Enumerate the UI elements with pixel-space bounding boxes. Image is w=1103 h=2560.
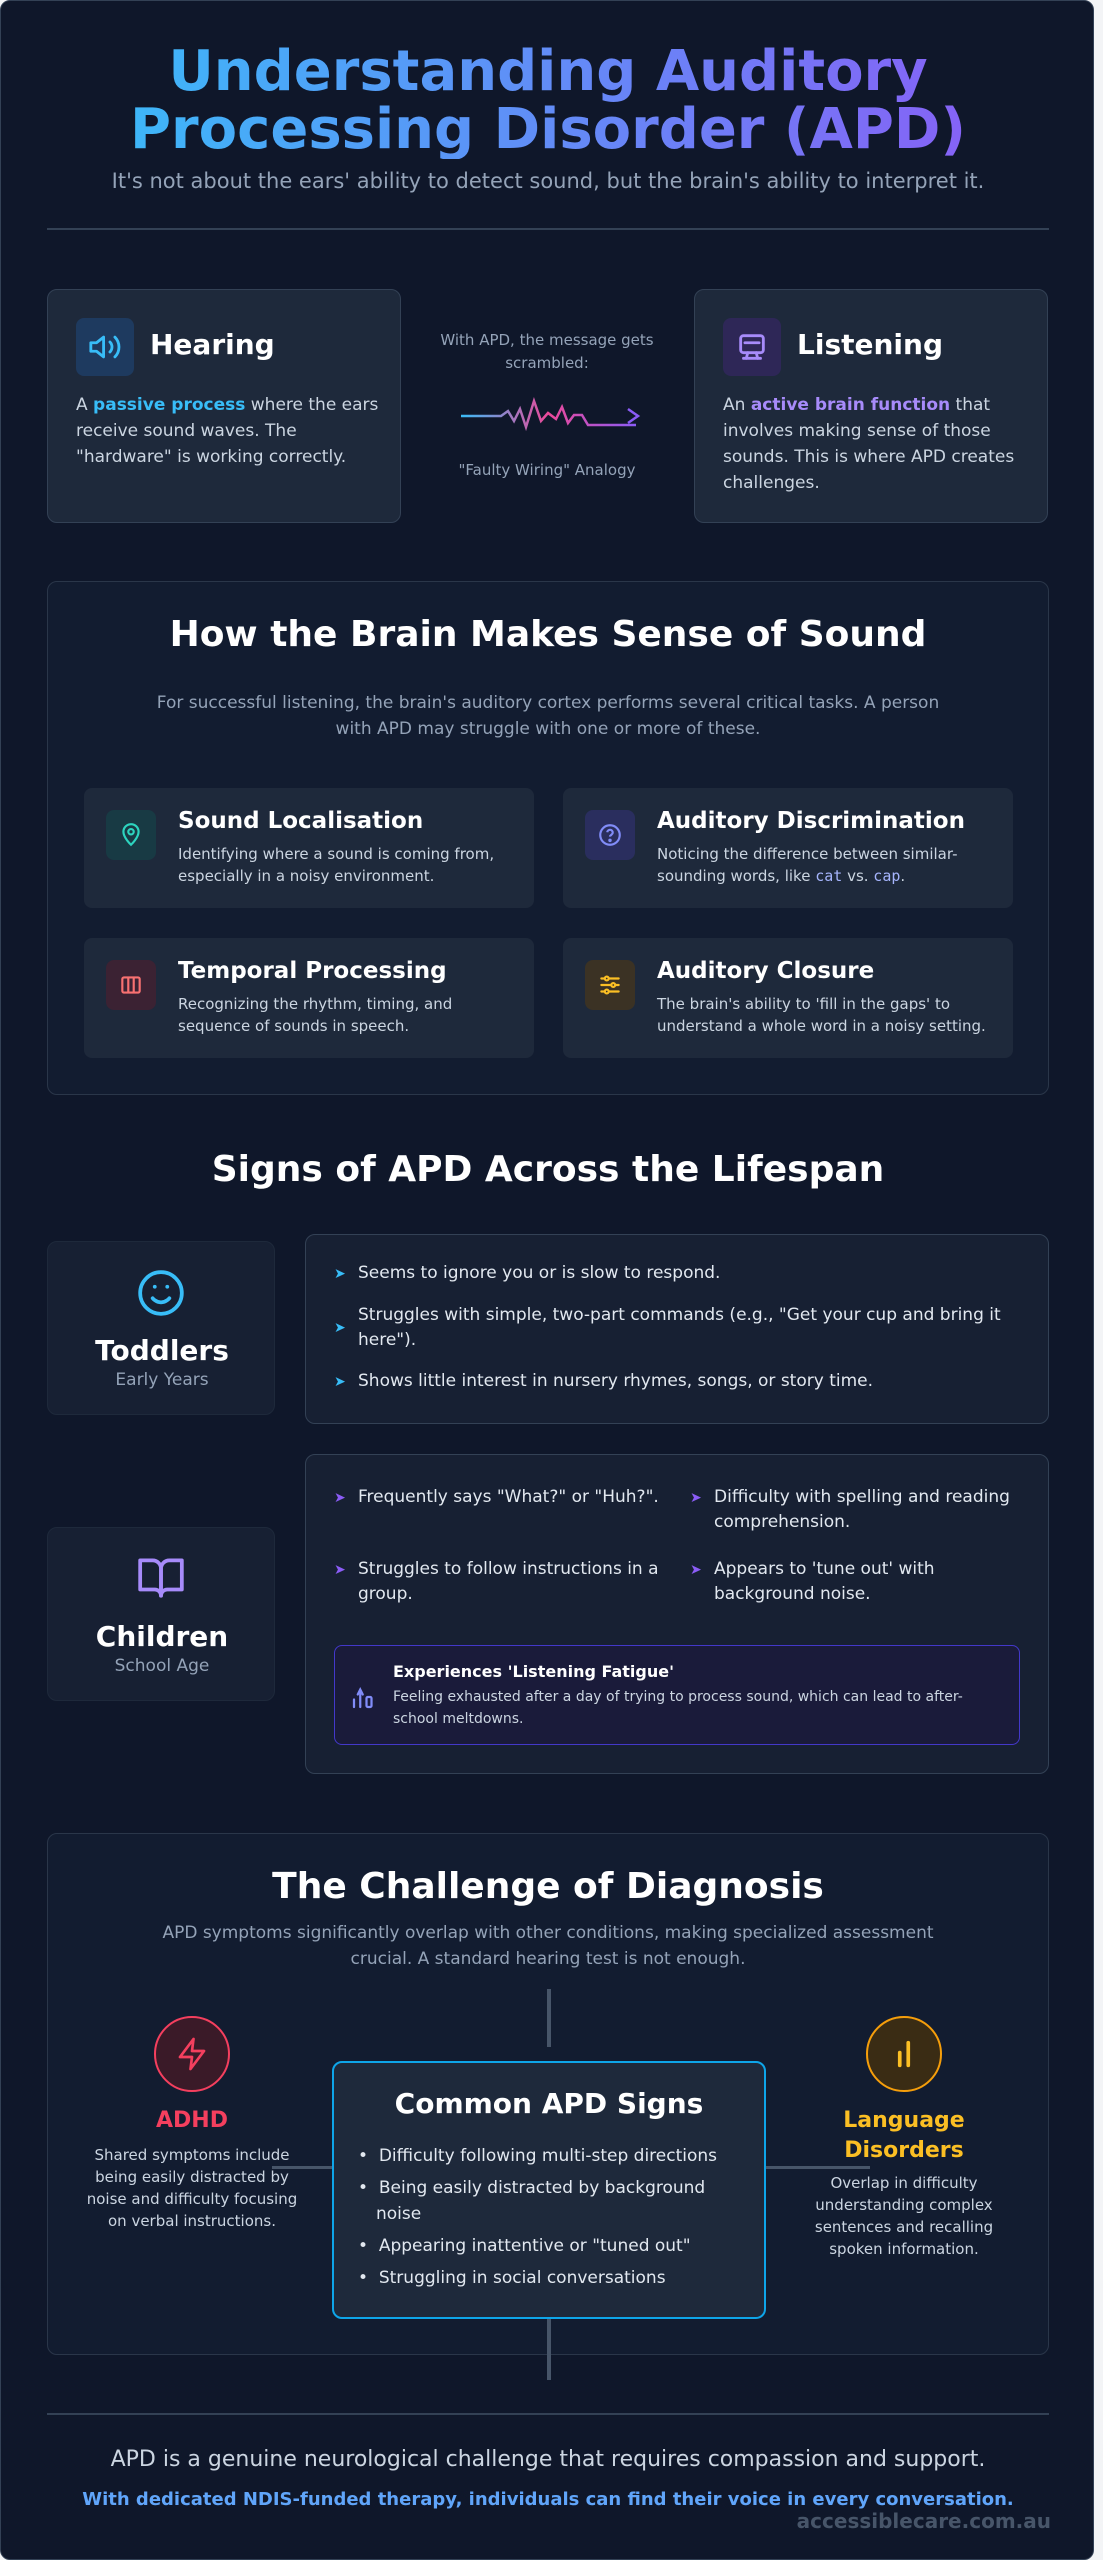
diagnosis-title: The Challenge of Diagnosis [272,1866,824,1907]
header-divider [47,228,1049,230]
scrambled-signal-graphic [461,396,641,432]
list-item: ➤Frequently says "What?" or "Huh?". [334,1487,659,1507]
analogy-caption-bottom: "Faulty Wiring" Analogy [458,461,636,479]
list-item: • Difficulty following multi-step direct… [358,2146,718,2166]
task-title: Auditory Closure [657,958,875,984]
listening-highlight: active brain function [750,395,951,415]
columns-icon [106,960,156,1010]
speaker-icon [76,318,134,376]
list-item: ➤Appears to 'tune out' with background n… [690,1559,935,1604]
children-signs-panel: ➤Frequently says "What?" or "Huh?". ➤Dif… [305,1454,1049,1774]
brain-section: How the Brain Makes Sense of Sound For s… [47,581,1049,1095]
language-label: Language Disorders [843,2108,965,2163]
task-description: The brain's ability to 'fill in the gaps… [657,995,986,1035]
sliders-icon [585,960,635,1010]
toddlers-signs-panel: ➤Seems to ignore you or is slow to respo… [305,1234,1049,1424]
signs-section-title: Signs of APD Across the Lifespan [211,1149,885,1190]
location-pin-icon [106,810,156,860]
footer-line-2: With dedicated NDIS-funded therapy, indi… [82,2489,1014,2510]
children-sublabel: School Age [114,1656,210,1676]
page-title: Understanding Auditory Processing Disord… [61,43,1035,159]
title-line-1: Understanding Auditory [168,39,928,104]
task-description: Noticing the difference between similar-… [657,845,958,885]
adhd-description: Shared symptoms include being easily dis… [86,2146,298,2230]
hearing-card: Hearing A passive process where the ears… [47,289,401,523]
list-item: • Being easily distracted by background … [358,2178,706,2224]
task-title: Sound Localisation [178,808,424,834]
task-card-closure: Auditory Closure The brain's ability to … [563,938,1013,1058]
watermark: accessiblecare.com.au [796,2509,1051,2533]
page-subtitle: It's not about the ears' ability to dete… [111,169,985,193]
list-item: • Appearing inattentive or "tuned out" [358,2236,691,2256]
fatigue-icon [349,1682,379,1716]
connector-right [766,2166,870,2169]
toddlers-label: Toddlers [95,1334,229,1367]
connector-bottom [547,2318,551,2380]
adhd-label: ADHD [156,2108,228,2133]
task-description: Identifying where a sound is coming from… [178,845,495,885]
task-card-temporal: Temporal Processing Recognizing the rhyt… [84,938,534,1058]
question-circle-icon [585,810,635,860]
hearing-description: A passive process where the ears receive… [76,395,379,467]
list-item: ➤Struggles with simple, two-part command… [334,1305,1001,1350]
bar-chart-icon [866,2016,942,2092]
children-label: Children [95,1620,229,1653]
listening-description: An active brain function that involves m… [723,395,1015,493]
task-card-discrimination: Auditory Discrimination Noticing the dif… [563,788,1013,908]
list-item: ➤Struggles to follow instructions in a g… [334,1559,659,1604]
connector-top [547,1989,551,2047]
listening-title: Listening [797,328,943,361]
list-item: • Struggling in social conversations [358,2268,666,2288]
common-signs-list: • Difficulty following multi-step direct… [346,2143,746,2291]
smiley-face-icon [136,1268,186,1322]
monitor-icon [723,318,781,376]
list-item: ➤Shows little interest in nursery rhymes… [334,1371,874,1391]
common-signs-box: Common APD Signs • Difficulty following … [332,2061,766,2319]
diagnosis-section: The Challenge of Diagnosis APD symptoms … [47,1833,1049,2380]
brain-section-title: How the Brain Makes Sense of Sound [169,614,927,655]
task-title: Auditory Discrimination [657,808,965,834]
children-card: Children School Age [47,1527,275,1701]
list-item: ➤Difficulty with spelling and reading co… [690,1487,1010,1532]
task-card-localisation: Sound Localisation Identifying where a s… [84,788,534,908]
analogy-caption-top: With APD, the message gets scrambled: [440,331,654,372]
listening-fatigue-callout: Experiences 'Listening Fatigue' Feeling … [334,1645,1020,1745]
hearing-title: Hearing [150,328,275,361]
task-title: Temporal Processing [178,958,447,984]
lightning-icon [154,2016,230,2092]
footer-line-1: APD is a genuine neurological challenge … [110,2447,986,2472]
language-description: Overlap in difficulty understanding comp… [814,2174,994,2258]
hearing-highlight: passive process [93,395,246,415]
open-book-icon [134,1552,188,1606]
toddlers-card: Toddlers Early Years [47,1241,275,1415]
brain-section-intro: For successful listening, the brain's au… [156,693,940,739]
diagnosis-intro: APD symptoms significantly overlap with … [162,1923,934,1969]
title-line-2: Processing Disorder (APD) [130,97,966,162]
common-signs-title: Common APD Signs [394,2087,704,2120]
toddlers-sublabel: Early Years [115,1370,209,1390]
footer-divider [47,2413,1049,2415]
fatigue-description: Feeling exhausted after a day of trying … [393,1689,963,1727]
list-item: ➤Seems to ignore you or is slow to respo… [334,1263,721,1283]
task-description: Recognizing the rhythm, timing, and sequ… [178,995,453,1035]
connector-left [272,2166,378,2169]
listening-card: Listening An active brain function that … [694,289,1048,523]
fatigue-title: Experiences 'Listening Fatigue' [393,1662,675,1681]
